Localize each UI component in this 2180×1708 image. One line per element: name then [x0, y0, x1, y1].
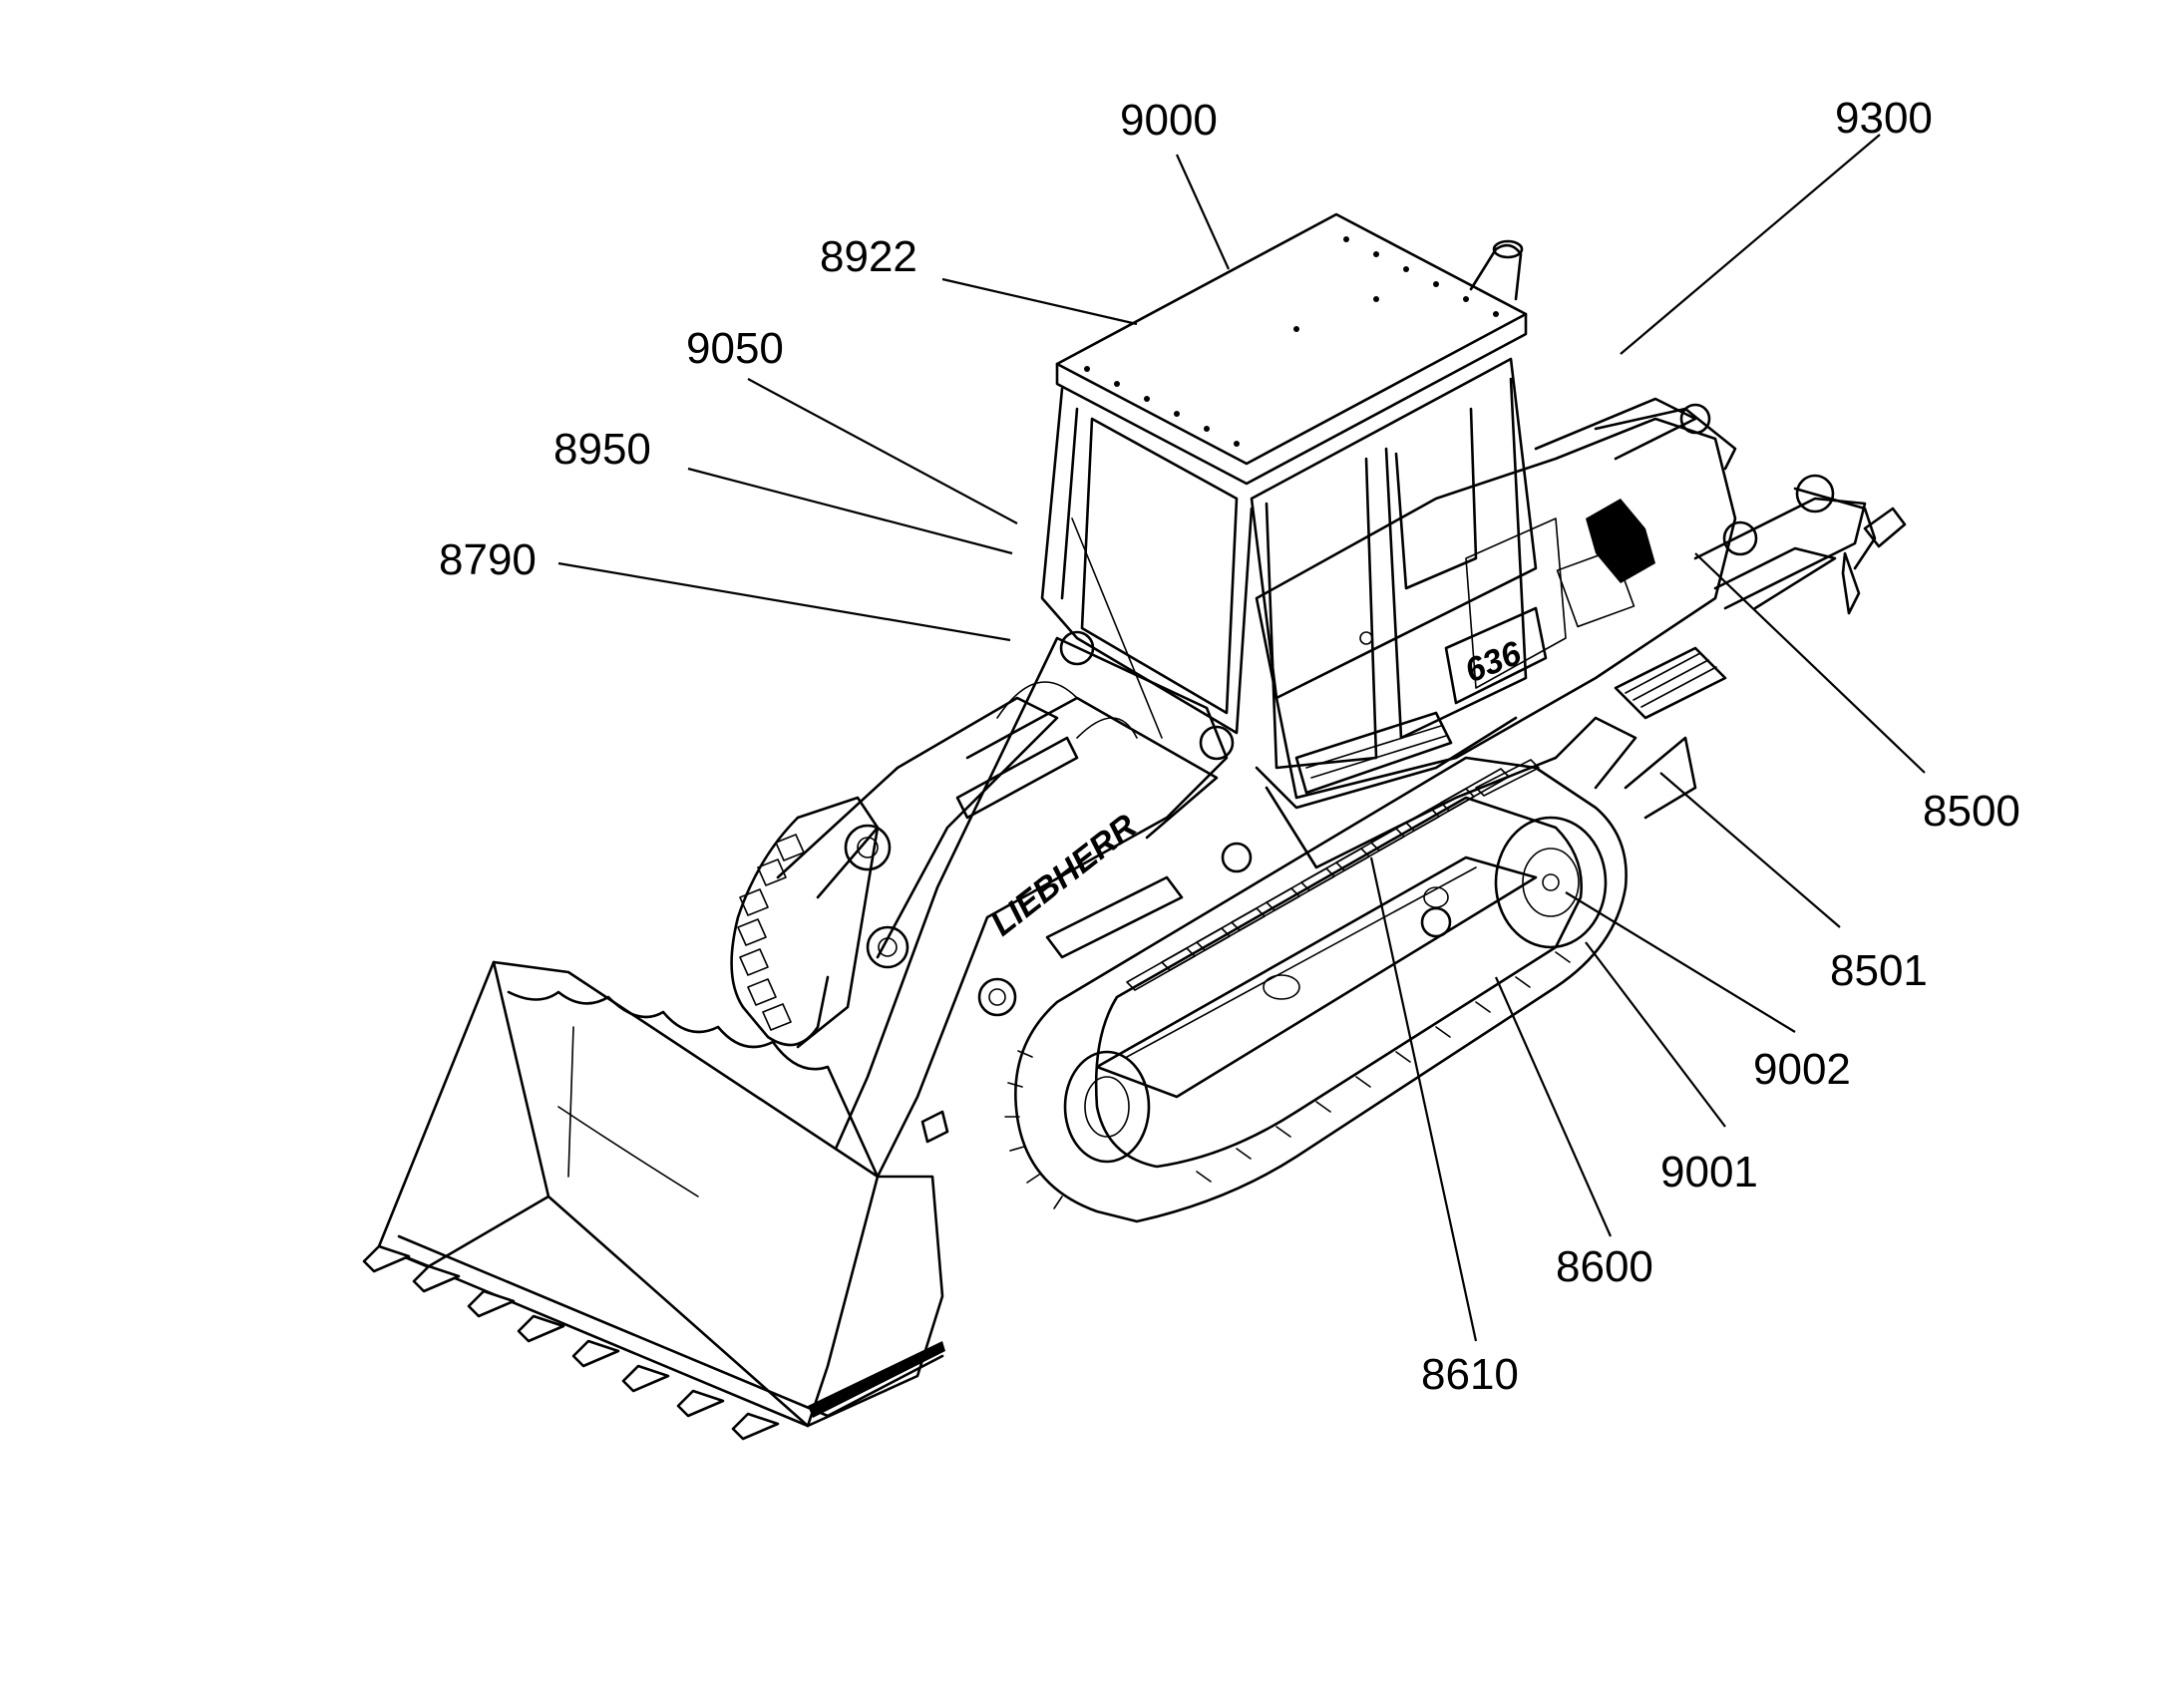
callout-8600: 8600	[1556, 1242, 1653, 1291]
callout-9001: 9001	[1660, 1148, 1758, 1196]
operator-cab	[1040, 212, 1538, 810]
leader-8790	[557, 561, 1011, 642]
leader-9050	[747, 378, 1018, 524]
callout-8501: 8501	[1830, 946, 1928, 995]
leader-8501	[1659, 772, 1841, 928]
leader-9300	[1620, 134, 1881, 355]
callout-9002: 9002	[1753, 1045, 1851, 1094]
leader-lines	[557, 134, 1926, 1342]
leader-8610	[1369, 856, 1478, 1342]
leader-8600	[1494, 976, 1613, 1237]
frame-details	[1221, 716, 1697, 938]
callout-8950: 8950	[553, 425, 651, 474]
rear-ripper	[1594, 403, 1907, 615]
leader-9001	[1585, 941, 1726, 1128]
callout-8922: 8922	[820, 232, 917, 281]
callout-9000: 9000	[1120, 96, 1218, 145]
brand-text: LIEBHERR	[984, 807, 1145, 943]
callout-8610: 8610	[1421, 1350, 1519, 1399]
leader-9002	[1565, 891, 1796, 1033]
callout-labels: 9000 9300 8922 9050 8950 8790 8500 8501 …	[439, 94, 2020, 1399]
leader-9000	[1175, 154, 1231, 270]
callout-9300: 9300	[1835, 94, 1933, 143]
left-track	[730, 796, 880, 1047]
bucket	[362, 960, 949, 1441]
leader-8950	[687, 467, 1013, 555]
lift-arms: LIEBHERR	[776, 630, 1235, 1179]
leader-8922	[941, 277, 1138, 326]
callout-9050: 9050	[686, 324, 784, 373]
callout-8500: 8500	[1923, 787, 2020, 836]
crawler-loader-drawing: 636	[362, 212, 1907, 1441]
engine-hood: 636	[1255, 397, 1737, 800]
callout-8790: 8790	[439, 535, 537, 584]
leader-8500	[1694, 552, 1926, 774]
